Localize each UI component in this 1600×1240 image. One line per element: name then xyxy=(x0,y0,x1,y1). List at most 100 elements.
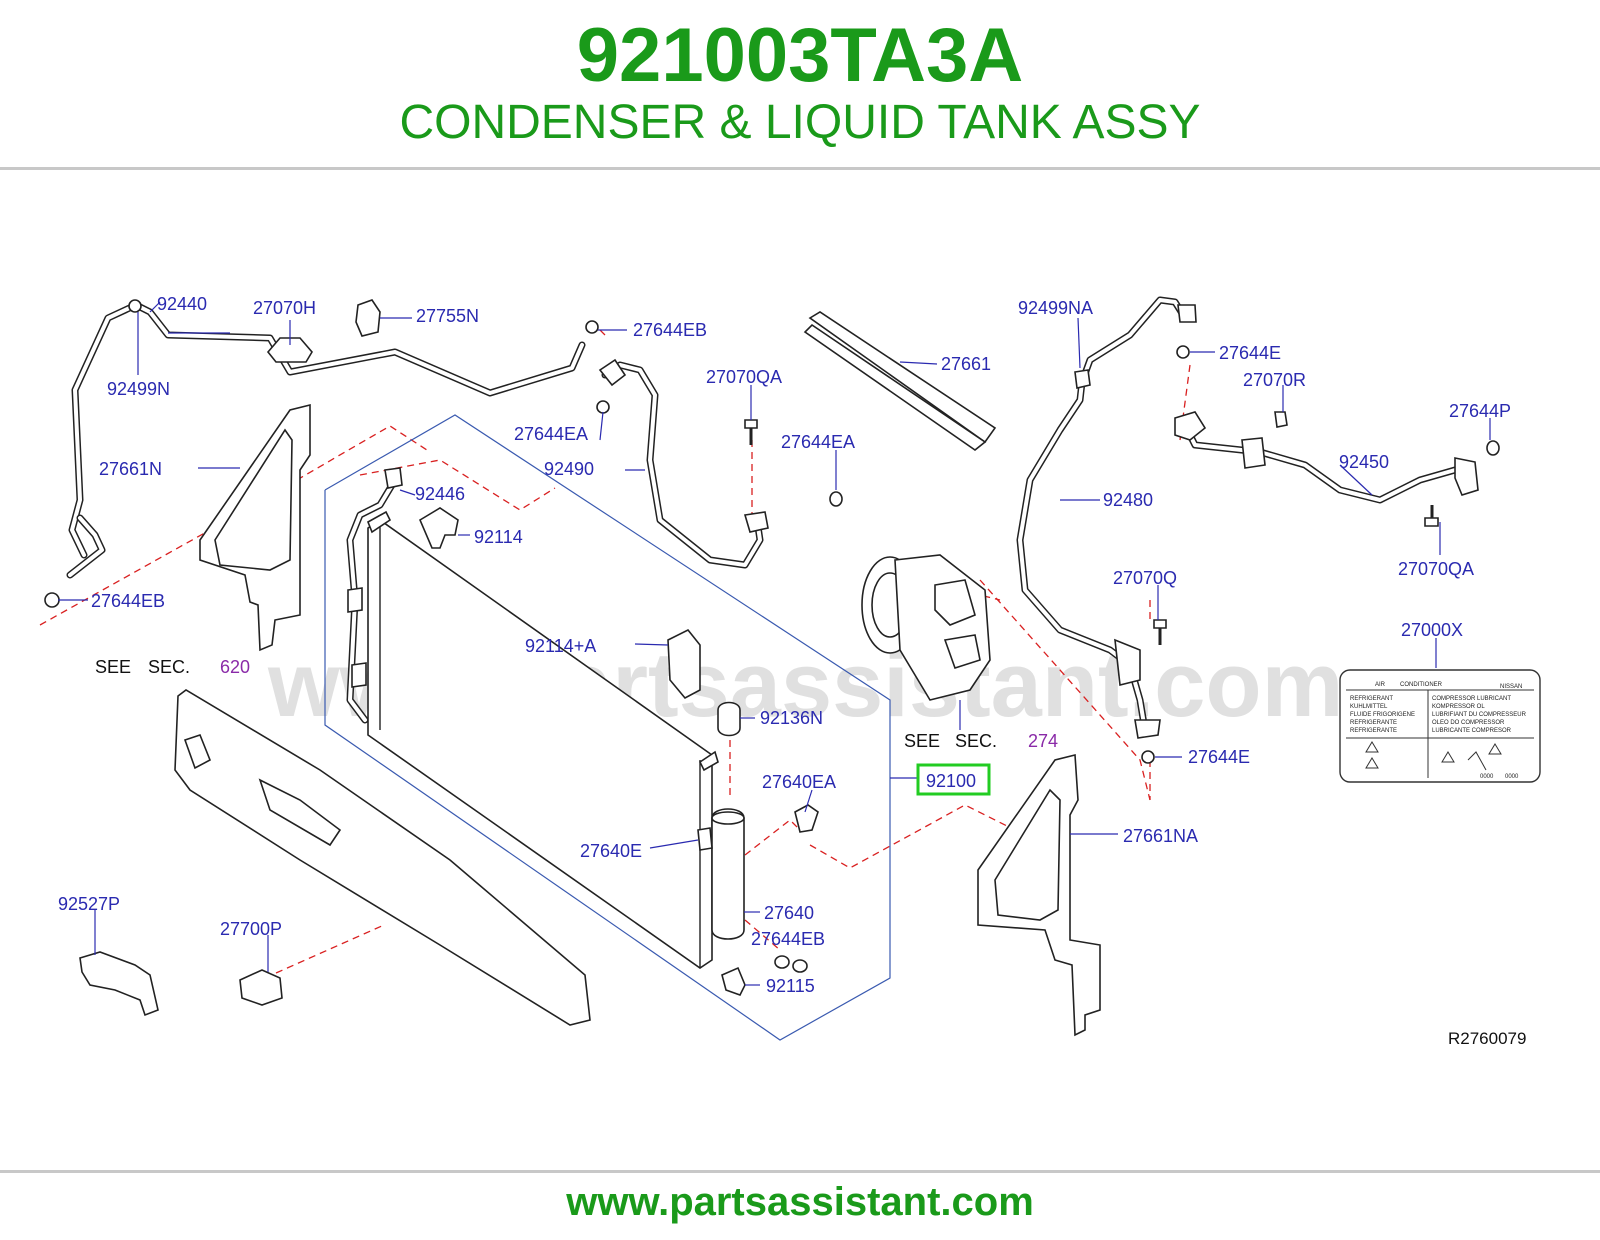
ac-label-code-a: 0000 xyxy=(1480,774,1494,780)
label-27644eb-top[interactable]: 27644EB xyxy=(633,320,707,340)
label-27070q[interactable]: 27070Q xyxy=(1113,568,1177,588)
label-27661[interactable]: 27661 xyxy=(941,354,991,374)
label-27644eb-bottom[interactable]: 27644EB xyxy=(751,929,825,949)
assy-frame xyxy=(324,414,891,1041)
footer-site-link[interactable]: www.partsassistant.com xyxy=(566,1180,1034,1224)
label-92114a[interactable]: 92114+A xyxy=(525,636,596,656)
label-92499na[interactable]: 92499NA xyxy=(1018,298,1093,318)
ac-label-left-1: KUHLMITTEL xyxy=(1350,704,1388,710)
ac-label-code-b: 0000 xyxy=(1505,774,1519,780)
washer-27644ea-right xyxy=(829,491,843,507)
label-27644ea-left[interactable]: 27644EA xyxy=(514,424,588,444)
label-92480[interactable]: 92480 xyxy=(1103,490,1153,510)
see-sec-274-num[interactable]: 274 xyxy=(1028,731,1058,751)
label-27644ea-right[interactable]: 27644EA xyxy=(781,432,855,452)
sensor-27700p xyxy=(239,969,283,1006)
ac-label-right-3: OLEO DO COMPRESSOR xyxy=(1432,720,1505,726)
label-27700p[interactable]: 27700P xyxy=(220,919,282,939)
label-92446[interactable]: 92446 xyxy=(415,484,465,504)
part-number-title: 921003TA3A xyxy=(576,13,1024,98)
compressor xyxy=(861,554,991,701)
washer-27644eb-bottom-b xyxy=(792,959,808,973)
pipe-92490 xyxy=(598,358,769,569)
ac-label-brand: NISSAN xyxy=(1500,684,1522,690)
label-92499n[interactable]: 92499N xyxy=(107,379,170,399)
ac-label-title-left: AIR xyxy=(1375,682,1386,688)
bolt-27070qa-top xyxy=(744,419,758,445)
label-27644e-bottom[interactable]: 27644E xyxy=(1188,747,1250,767)
leader-lines xyxy=(58,301,1491,986)
see-sec-620-see: SEE xyxy=(95,657,131,677)
see-sec-274[interactable]: SEE SEC. 274 xyxy=(904,731,1058,751)
label-92100[interactable]: 92100 xyxy=(926,771,976,791)
ac-label-title-mid: CONDITIONER xyxy=(1400,682,1443,688)
label-92527p[interactable]: 92527P xyxy=(58,894,120,914)
washer-27644ea-left xyxy=(596,400,610,414)
diagram-ref-code: R2760079 xyxy=(1448,1029,1526,1048)
bolt-27070qa-right xyxy=(1424,505,1439,527)
see-sec-274-see: SEE xyxy=(904,731,940,751)
bracket-92114a xyxy=(667,628,701,700)
bracket-92114 xyxy=(418,507,459,549)
washer-27644eb-left xyxy=(44,592,60,608)
air-guide-27661na-rib xyxy=(994,788,1061,921)
label-27070h[interactable]: 27070H xyxy=(253,298,316,318)
label-27661na[interactable]: 27661NA xyxy=(1123,826,1198,846)
condenser-core xyxy=(366,510,719,969)
label-27644e-top[interactable]: 27644E xyxy=(1219,343,1281,363)
bracket-92527p xyxy=(79,951,159,1017)
part-labels: 92440 27070H 27755N 27644EB 27661 92499N… xyxy=(58,294,1511,996)
seal-strip-27661 xyxy=(808,311,997,444)
bracket-27640e xyxy=(697,827,713,851)
ac-label-right-2: LUBRIFIANT DU COMPRESSEUR xyxy=(1432,712,1527,718)
label-27644eb-left[interactable]: 27644EB xyxy=(91,591,165,611)
label-92115[interactable]: 92115 xyxy=(766,976,815,996)
see-sec-620-num[interactable]: 620 xyxy=(220,657,250,677)
bracket-92115 xyxy=(721,966,746,996)
washer-27644e-bottom xyxy=(1141,750,1155,764)
header-divider xyxy=(0,167,1600,170)
ac-label-plate: AIR CONDITIONER NISSAN REFRIGERANT KUHLM… xyxy=(1339,669,1541,783)
warning-triangle-icon xyxy=(1365,757,1379,769)
label-27000x[interactable]: 27000X xyxy=(1401,620,1463,640)
washer-27644e-top xyxy=(1176,345,1190,359)
label-27644p[interactable]: 27644P xyxy=(1449,401,1511,421)
hose-92480 xyxy=(1016,296,1197,739)
warning-triangle-icon xyxy=(1441,751,1455,763)
air-guide-27661n-rib xyxy=(214,428,293,571)
label-92114[interactable]: 92114 xyxy=(474,527,523,547)
see-sec-620[interactable]: SEE SEC. 620 xyxy=(95,657,250,677)
washer-27644eb-bottom-a xyxy=(774,955,790,969)
label-27640e[interactable]: 27640E xyxy=(580,841,642,861)
pipe-92446 xyxy=(346,467,403,724)
label-27070r[interactable]: 27070R xyxy=(1243,370,1306,390)
label-27755n[interactable]: 27755N xyxy=(416,306,479,326)
part-name-subtitle: CONDENSER & LIQUID TANK ASSY xyxy=(399,96,1201,149)
ac-label-left-4: REFRIGERANTE xyxy=(1350,728,1397,734)
warning-triangle-icon xyxy=(1488,743,1502,755)
highlight-92100[interactable]: 92100 xyxy=(916,763,991,796)
label-27661n[interactable]: 27661N xyxy=(99,459,162,479)
pipe-92440 xyxy=(66,299,586,579)
warning-triangle-icon xyxy=(1365,741,1379,753)
label-92440[interactable]: 92440 xyxy=(157,294,207,314)
label-27070qa-top[interactable]: 27070QA xyxy=(706,367,782,387)
washer-27644eb-top xyxy=(585,320,599,334)
clip-27755n xyxy=(355,299,381,337)
label-27640ea[interactable]: 27640EA xyxy=(762,772,836,792)
clip-27070r xyxy=(1274,411,1288,428)
clip-27070h xyxy=(266,337,313,363)
label-27640[interactable]: 27640 xyxy=(764,903,814,923)
cap-92136n xyxy=(717,701,741,737)
ac-label-right-0: COMPRESSOR LUBRICANT xyxy=(1432,696,1511,702)
label-92490[interactable]: 92490 xyxy=(544,459,594,479)
washer-27644p xyxy=(1486,440,1500,456)
header: 921003TA3A CONDENSER & LIQUID TANK ASSY xyxy=(0,0,1600,170)
liquid-tank-27640 xyxy=(711,808,745,940)
label-92450[interactable]: 92450 xyxy=(1339,452,1389,472)
seal-strip-27661-edge xyxy=(803,323,987,451)
label-27070qa-right[interactable]: 27070QA xyxy=(1398,559,1474,579)
label-92136n[interactable]: 92136N xyxy=(760,708,823,728)
clip-27640ea xyxy=(794,804,819,833)
bumper-reinforcement xyxy=(174,689,591,1026)
